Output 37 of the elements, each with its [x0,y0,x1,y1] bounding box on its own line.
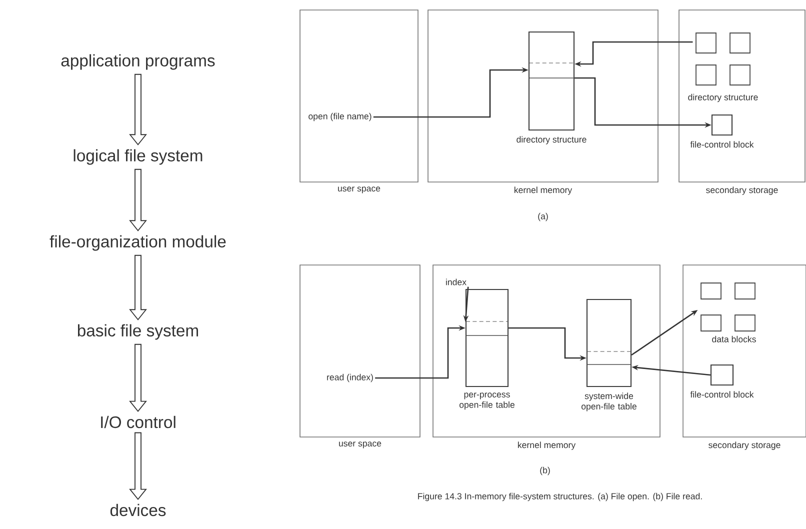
node-label: secondary storage [706,186,778,195]
table-drawing: per-process open-file table [460,288,514,410]
node-label: file-control block [690,141,754,148]
node-label: user space [339,442,382,448]
layer-label: file-organization module [50,235,226,251]
text-label: open (file name) [308,112,372,122]
hollow-arrow [129,254,147,320]
node-label: kernel memory [518,442,576,450]
panel-label: (b) [540,466,550,476]
table-drawing: directory structure [516,31,586,144]
node-label: secondary storage [708,442,780,450]
node-label: system-wide open-file table [582,392,636,412]
node-label: user space [338,186,380,194]
node-label: data blocks [712,336,756,342]
table-drawing: system-wide open-file table [582,298,636,412]
disk-blocks-drawing: data blocks [700,282,756,342]
layer-label: I/O control [101,416,176,428]
node-label: kernel memory [514,186,572,195]
hollow-arrow [129,344,147,412]
panel-label: (a) [538,212,548,222]
layer-label: application programs [61,54,215,70]
layer-label: logical file system [74,149,202,165]
node-label: per-process open-file table [460,392,514,410]
layer-label: devices [110,504,166,516]
layer-label: basic file system [78,324,198,340]
block-square: file-control block [690,114,754,148]
disk-blocks-drawing: directory structure [688,32,758,102]
node-label: directory structure [516,136,586,144]
node-label: directory structure [688,94,758,102]
node-label: file-control block [690,391,754,398]
hollow-arrow [129,168,147,232]
text-label: read (index) [327,374,373,382]
hollow-arrow [129,432,147,500]
text-label: index [446,278,466,286]
figure-caption: Figure 14.3 In-memory file-system structures. (a) File open. (b) File read. [418,492,702,502]
hollow-arrow [129,74,147,146]
block-square: file-control block [690,364,754,398]
